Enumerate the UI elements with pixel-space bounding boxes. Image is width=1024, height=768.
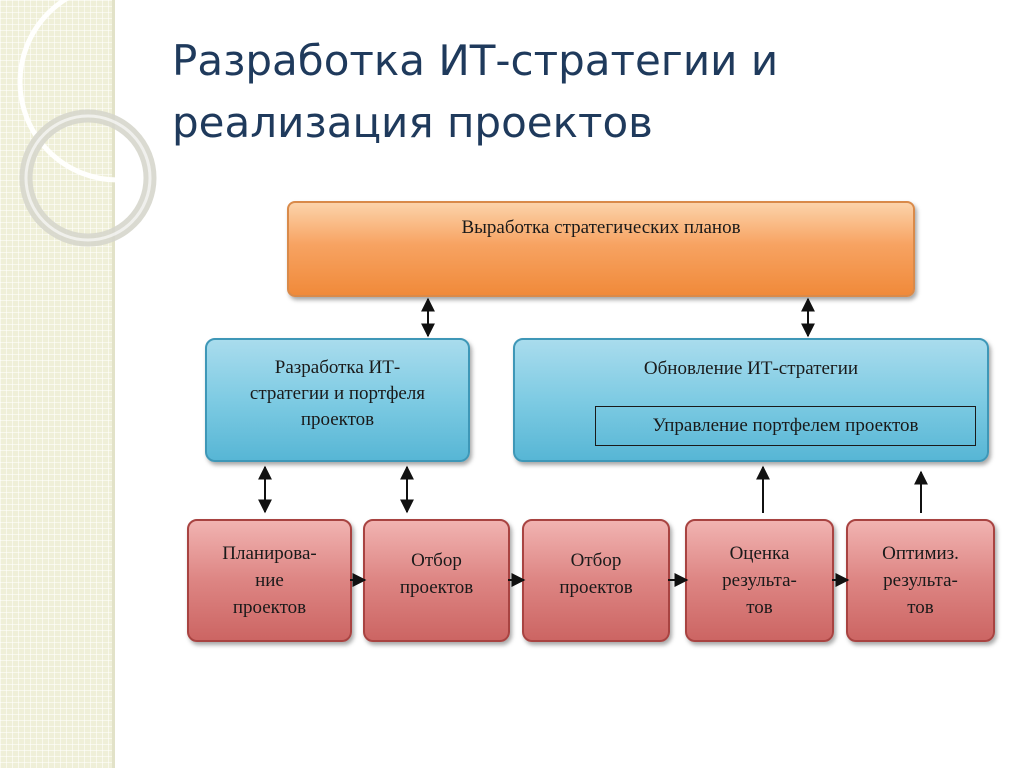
step-planning-label: Планирова- ние проектов	[222, 543, 317, 618]
box-it-strategy-development-label: Разработка ИТ- стратегии и портфеля прое…	[249, 357, 426, 430]
box-portfolio-management-label: Управление портфелем проектов	[652, 415, 919, 436]
step-evaluation: Оценка результа- тов	[685, 519, 834, 642]
box-it-strategy-update-label: Обновление ИТ-стратегии	[643, 358, 859, 379]
step-selection-1-label: Отбор проектов	[399, 549, 474, 598]
step-evaluation-label: Оценка результа- тов	[722, 543, 797, 618]
side-strip-edge	[112, 0, 115, 768]
box-it-strategy-development: Разработка ИТ- стратегии и портфеля прое…	[205, 338, 470, 462]
decorative-circles	[17, 0, 160, 247]
step-selection-2-label: Отбор проектов	[559, 549, 633, 598]
step-planning: Планирова- ние проектов	[187, 519, 352, 642]
slide-title: Разработка ИТ-стратегии и реализация про…	[172, 36, 779, 147]
box-it-strategy-update: Обновление ИТ-стратегии	[513, 338, 989, 462]
step-optimization: Оптимиз. результа- тов	[846, 519, 995, 642]
box-strategic-plans: Выработка стратегических планов	[287, 201, 915, 297]
step-optimization-label: Оптимиз. результа- тов	[882, 543, 959, 618]
box-portfolio-management: Управление портфелем проектов	[595, 406, 976, 446]
box-strategic-plans-label: Выработка стратегических планов	[461, 217, 741, 238]
